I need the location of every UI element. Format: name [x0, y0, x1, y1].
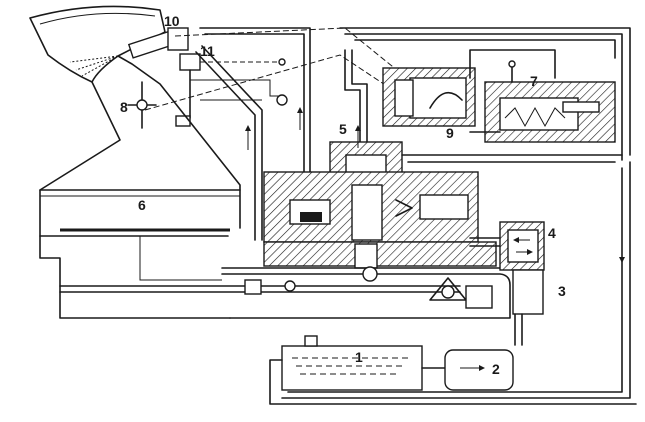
callout-11: 11	[200, 43, 215, 59]
callout-1: 1	[355, 349, 363, 365]
flow-arrows	[245, 107, 625, 371]
warm-up-regulator	[469, 49, 616, 143]
callout-9: 9	[446, 125, 454, 141]
callout-3: 3	[558, 283, 566, 299]
callout-6: 6	[138, 197, 146, 213]
sensor-flap	[127, 81, 157, 129]
callout-5: 5	[339, 121, 347, 137]
callout-2: 2	[492, 361, 500, 377]
fuel-lines-top	[195, 27, 631, 241]
air-funnel	[29, 5, 166, 83]
fuel-distributor	[263, 141, 623, 269]
control-lever	[59, 236, 511, 319]
filter-assembly	[469, 221, 545, 346]
callout-4: 4	[548, 225, 556, 241]
callout-7: 7	[530, 73, 538, 89]
cold-start-valve	[175, 53, 201, 127]
callout-8: 8	[120, 99, 128, 115]
tank-housing	[39, 55, 241, 319]
callout-10: 10	[164, 13, 180, 29]
injector-nozzle	[127, 27, 189, 59]
